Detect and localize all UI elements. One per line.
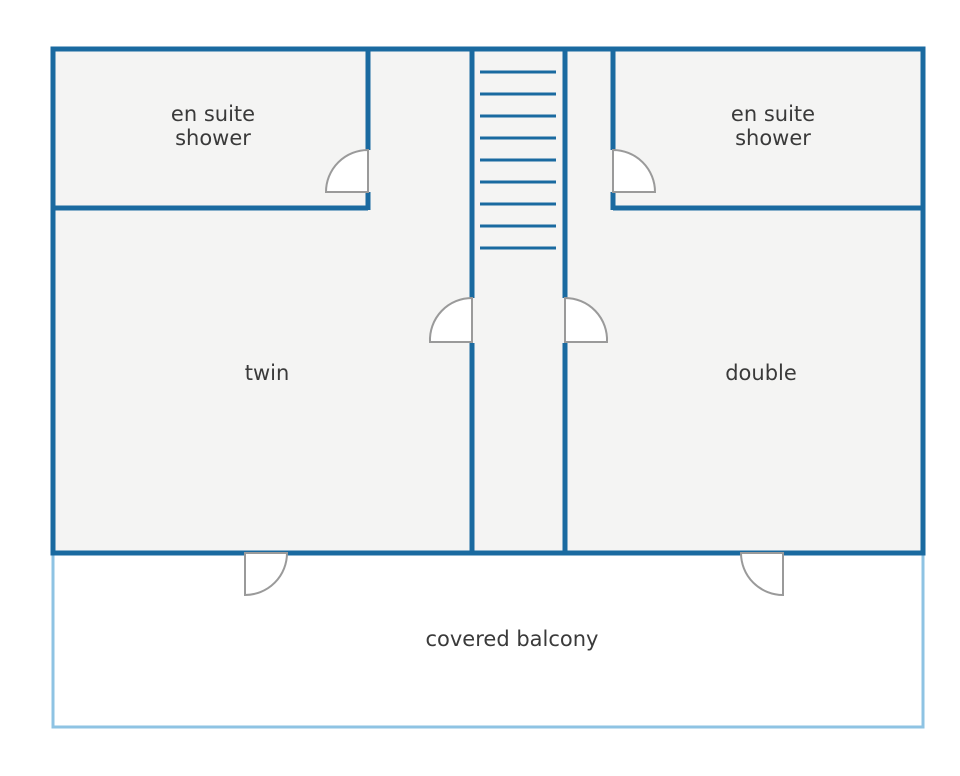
outer-wall bbox=[50, 46, 926, 556]
interior-walls bbox=[53, 49, 923, 553]
ensuite-left-line1: en suite bbox=[170, 102, 256, 126]
ensuite-right-line1: en suite bbox=[730, 102, 816, 126]
ensuite-right-label: en suite shower bbox=[703, 102, 843, 150]
ensuite-right-line2: shower bbox=[735, 126, 811, 150]
twin-balcony-door bbox=[244, 552, 289, 597]
staircase bbox=[480, 70, 556, 250]
balcony-label: covered balcony bbox=[425, 627, 599, 651]
floor-fill bbox=[53, 49, 923, 553]
doors bbox=[244, 148, 784, 597]
twin-room-label: twin bbox=[244, 361, 290, 385]
ensuite-left-label: en suite shower bbox=[143, 102, 283, 150]
ensuite-right-door bbox=[612, 148, 657, 193]
double-door bbox=[564, 296, 609, 343]
ensuite-left-door bbox=[324, 148, 369, 193]
double-balcony-door bbox=[739, 552, 784, 597]
double-room-label: double bbox=[725, 361, 797, 385]
ensuite-left-line2: shower bbox=[175, 126, 251, 150]
twin-door bbox=[428, 296, 473, 343]
